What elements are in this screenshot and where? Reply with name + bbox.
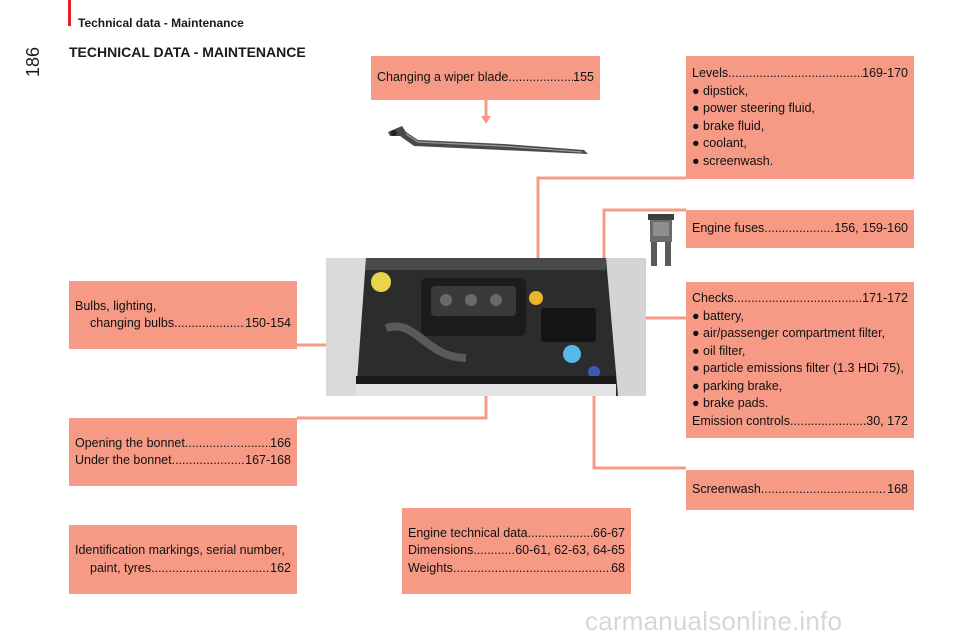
fuses-box: Engine fuses156, 159-160 <box>686 210 914 248</box>
list-item: screenwash. <box>692 153 908 171</box>
screenwash-entry[interactable]: Screenwash168 <box>692 481 908 499</box>
levels-box: Levels169-170 dipstick, power steering f… <box>686 56 914 179</box>
identification-entry[interactable]: paint, tyres162 <box>75 560 291 578</box>
list-item: dipstick, <box>692 83 908 101</box>
engine-technical-entry[interactable]: Engine technical data66-67 <box>408 525 625 543</box>
fuses-entry[interactable]: Engine fuses156, 159-160 <box>692 220 908 238</box>
list-item: coolant, <box>692 135 908 153</box>
emission-entry[interactable]: Emission controls30, 172 <box>692 413 908 431</box>
section-heading: Technical data - Maintenance <box>78 16 244 30</box>
list-item: power steering fluid, <box>692 100 908 118</box>
watermark: carmanualsonline.info <box>585 606 843 636</box>
wiper-blade-icon <box>388 126 588 154</box>
under-bonnet-entry[interactable]: Under the bonnet167-168 <box>75 452 291 470</box>
screenwash-box: Screenwash168 <box>686 470 914 510</box>
identification-line: Identification markings, serial number, <box>75 543 285 557</box>
list-item: air/passenger compartment filter, <box>692 325 908 343</box>
bonnet-box: Opening the bonnet166 Under the bonnet16… <box>69 418 297 486</box>
bulbs-box: Bulbs, lighting, changing bulbs150-154 <box>69 281 297 349</box>
checks-box: Checks171-172 battery, air/passenger com… <box>686 282 914 438</box>
wiper-entry[interactable]: Changing a wiper blade155 <box>377 69 594 87</box>
engine-bay-photo <box>326 258 646 396</box>
bulbs-line: Bulbs, lighting, <box>75 298 157 313</box>
dimensions-entry[interactable]: Dimensions60-61, 62-63, 64-65 <box>408 542 625 560</box>
levels-entry[interactable]: Levels169-170 <box>692 65 908 83</box>
bulbs-entry[interactable]: changing bulbs150-154 <box>75 315 291 333</box>
weights-entry[interactable]: Weights68 <box>408 560 625 578</box>
list-item: particle emissions filter (1.3 HDi 75), <box>692 360 908 378</box>
page-title: TECHNICAL DATA - MAINTENANCE <box>69 44 306 60</box>
section-accent-bar <box>68 0 71 26</box>
opening-bonnet-entry[interactable]: Opening the bonnet166 <box>75 435 291 453</box>
checks-entry[interactable]: Checks171-172 <box>692 290 908 308</box>
wiper-box: Changing a wiper blade155 <box>371 56 600 100</box>
list-item: parking brake, <box>692 378 908 396</box>
list-item: brake pads. <box>692 395 908 413</box>
list-item: battery, <box>692 308 908 326</box>
fuse-icon <box>648 214 674 266</box>
engine-data-box: Engine technical data66-67 Dimensions60-… <box>402 508 631 594</box>
identification-box: Identification markings, serial number, … <box>69 525 297 594</box>
list-item: brake fluid, <box>692 118 908 136</box>
list-item: oil filter, <box>692 343 908 361</box>
